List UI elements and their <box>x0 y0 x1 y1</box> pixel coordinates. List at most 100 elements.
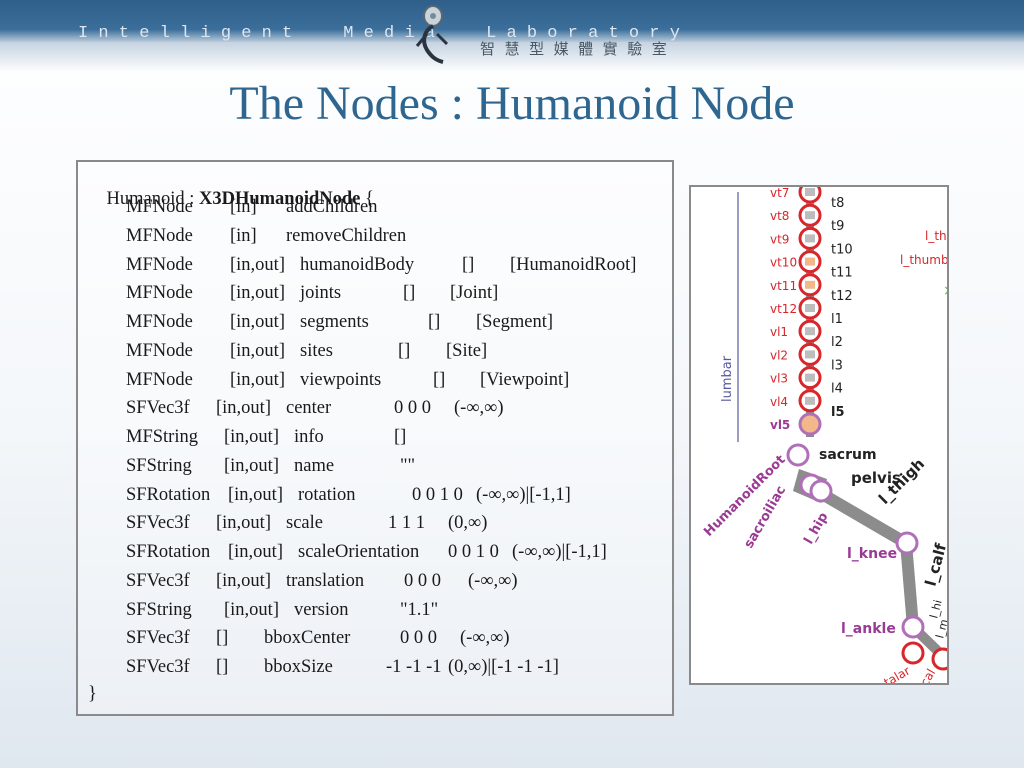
segment-label: t11 <box>831 266 853 281</box>
field-type: MFNode <box>126 254 193 275</box>
field-access: [] <box>216 628 229 649</box>
field-range: (-∞,∞)|[-1,1] <box>512 542 607 562</box>
vertebra-segment <box>805 257 815 266</box>
field-name: joints <box>300 283 342 304</box>
segment-label: t10 <box>831 242 853 257</box>
vertebra-joint <box>798 412 822 436</box>
l-thumb-partial-label: l_thumb <box>900 253 949 267</box>
cal-partial-label: cal <box>917 667 938 685</box>
field-access: [in] <box>230 225 257 246</box>
field-type: SFRotation <box>126 542 211 562</box>
vertebra-label: vl3 <box>770 372 788 386</box>
code-field-line: MFNode[in,out]joints[][Joint] <box>78 283 672 307</box>
field-type: SFRotation <box>126 484 211 505</box>
field-type: SFString <box>126 455 192 476</box>
field-name: humanoidBody <box>300 254 415 275</box>
field-default: 0 0 0 <box>394 398 431 419</box>
lab-name-chinese: 智 慧 型 媒 體 實 驗 室 <box>480 40 667 58</box>
thigh-bone <box>813 485 910 549</box>
lab-name: I n t e l l i g e n t M e d i a L a b o … <box>78 24 680 43</box>
field-access: [] <box>216 657 229 677</box>
field-access: [in,out] <box>224 599 279 620</box>
vertebra-segment <box>805 373 815 382</box>
code-field-line: MFNode[in,out]humanoidBody[][HumanoidRoo… <box>78 255 672 279</box>
field-name: info <box>294 427 324 447</box>
code-field-line: MFNode[in]addChildren <box>78 197 672 221</box>
field-type: MFNode <box>126 369 193 390</box>
field-name: segments <box>300 312 369 332</box>
vertebra-label: vt7 <box>770 187 789 200</box>
field-default: 1 1 1 <box>388 513 425 534</box>
field-default: [] <box>403 283 416 304</box>
field-access: [in,out] <box>230 340 285 361</box>
segment-label: l2 <box>831 335 843 350</box>
l-hip-label: l_hip <box>801 510 831 547</box>
field-range: [Segment] <box>476 312 554 332</box>
field-name: name <box>294 455 335 476</box>
field-access: [in,out] <box>216 398 271 419</box>
vertebra-segment <box>805 304 815 312</box>
code-header-prefix: Humanoid : <box>106 189 199 209</box>
field-range: (-∞,∞) <box>460 628 510 649</box>
pelvis-label: pelvis <box>851 469 901 487</box>
vertebra-segment <box>805 234 815 243</box>
l-hi-partial-label: l_hi <box>927 598 944 619</box>
field-default: [] <box>398 340 411 361</box>
field-access: [in] <box>230 197 257 217</box>
field-default: 0 0 1 0 <box>448 542 499 562</box>
sacrum-label: sacrum <box>819 447 877 463</box>
segment-label: t8 <box>831 196 844 211</box>
code-field-line: MFNode[in,out]viewpoints[][Viewpoint] <box>78 370 672 394</box>
code-field-line: MFString[in,out]info[] <box>78 427 672 451</box>
field-range: (-∞,∞) <box>454 398 504 419</box>
l-hip-joint <box>809 479 833 503</box>
field-access: [in,out] <box>216 570 271 591</box>
l-knee-joint <box>895 531 919 555</box>
code-field-line: MFNode[in]removeChildren <box>78 226 672 250</box>
field-name: sites <box>300 340 333 361</box>
lab-logo-icon <box>415 5 449 64</box>
field-access: [in,out] <box>230 283 285 304</box>
field-type: SFVec3f <box>126 398 190 419</box>
field-default: -1 -1 -1 <box>386 657 442 677</box>
field-access: [in,out] <box>216 513 271 534</box>
header-banner <box>0 0 1024 42</box>
segment-label: l4 <box>831 382 843 397</box>
lumbar-label: lumbar <box>720 355 735 402</box>
l-th-partial-label: l_th <box>925 229 947 243</box>
field-access: [in,out] <box>230 369 285 390</box>
talar-joint <box>901 641 925 665</box>
field-name: translation <box>286 570 365 591</box>
field-type: MFNode <box>126 340 193 361</box>
code-field-line: MFNode[in,out]sites[][Site] <box>78 341 672 365</box>
slide-title: The Nodes : Humanoid Node <box>229 77 795 130</box>
field-name: addChildren <box>286 197 378 217</box>
code-field-line: SFString[in,out]name"" <box>78 456 672 480</box>
vertebra-label: vl4 <box>770 395 788 409</box>
code-header-suffix: { <box>360 189 374 209</box>
field-default: "" <box>400 455 416 476</box>
field-type: SFVec3f <box>126 570 190 591</box>
vertebra-segment <box>805 396 815 405</box>
code-box: Humanoid : X3DHumanoidNode { } MFNode[in… <box>76 160 674 716</box>
field-type: SFString <box>126 599 192 620</box>
vertebra-segment <box>805 327 815 336</box>
vertebra-label: vl1 <box>770 325 788 339</box>
field-type: MFNode <box>126 312 193 332</box>
sacrum-joint <box>786 443 810 467</box>
code-header-type: X3DHumanoidNode <box>199 189 361 209</box>
segment-label: t12 <box>831 289 853 304</box>
vertebra-segment <box>805 211 815 220</box>
field-range: (-∞,∞)|[-1,1] <box>476 484 571 505</box>
field-name: bboxSize <box>264 657 333 677</box>
l-knee-label: l_knee <box>847 546 897 562</box>
l-ankle-label: l_ankle <box>841 621 896 637</box>
code-header-line: Humanoid : X3DHumanoidNode { <box>88 168 374 231</box>
